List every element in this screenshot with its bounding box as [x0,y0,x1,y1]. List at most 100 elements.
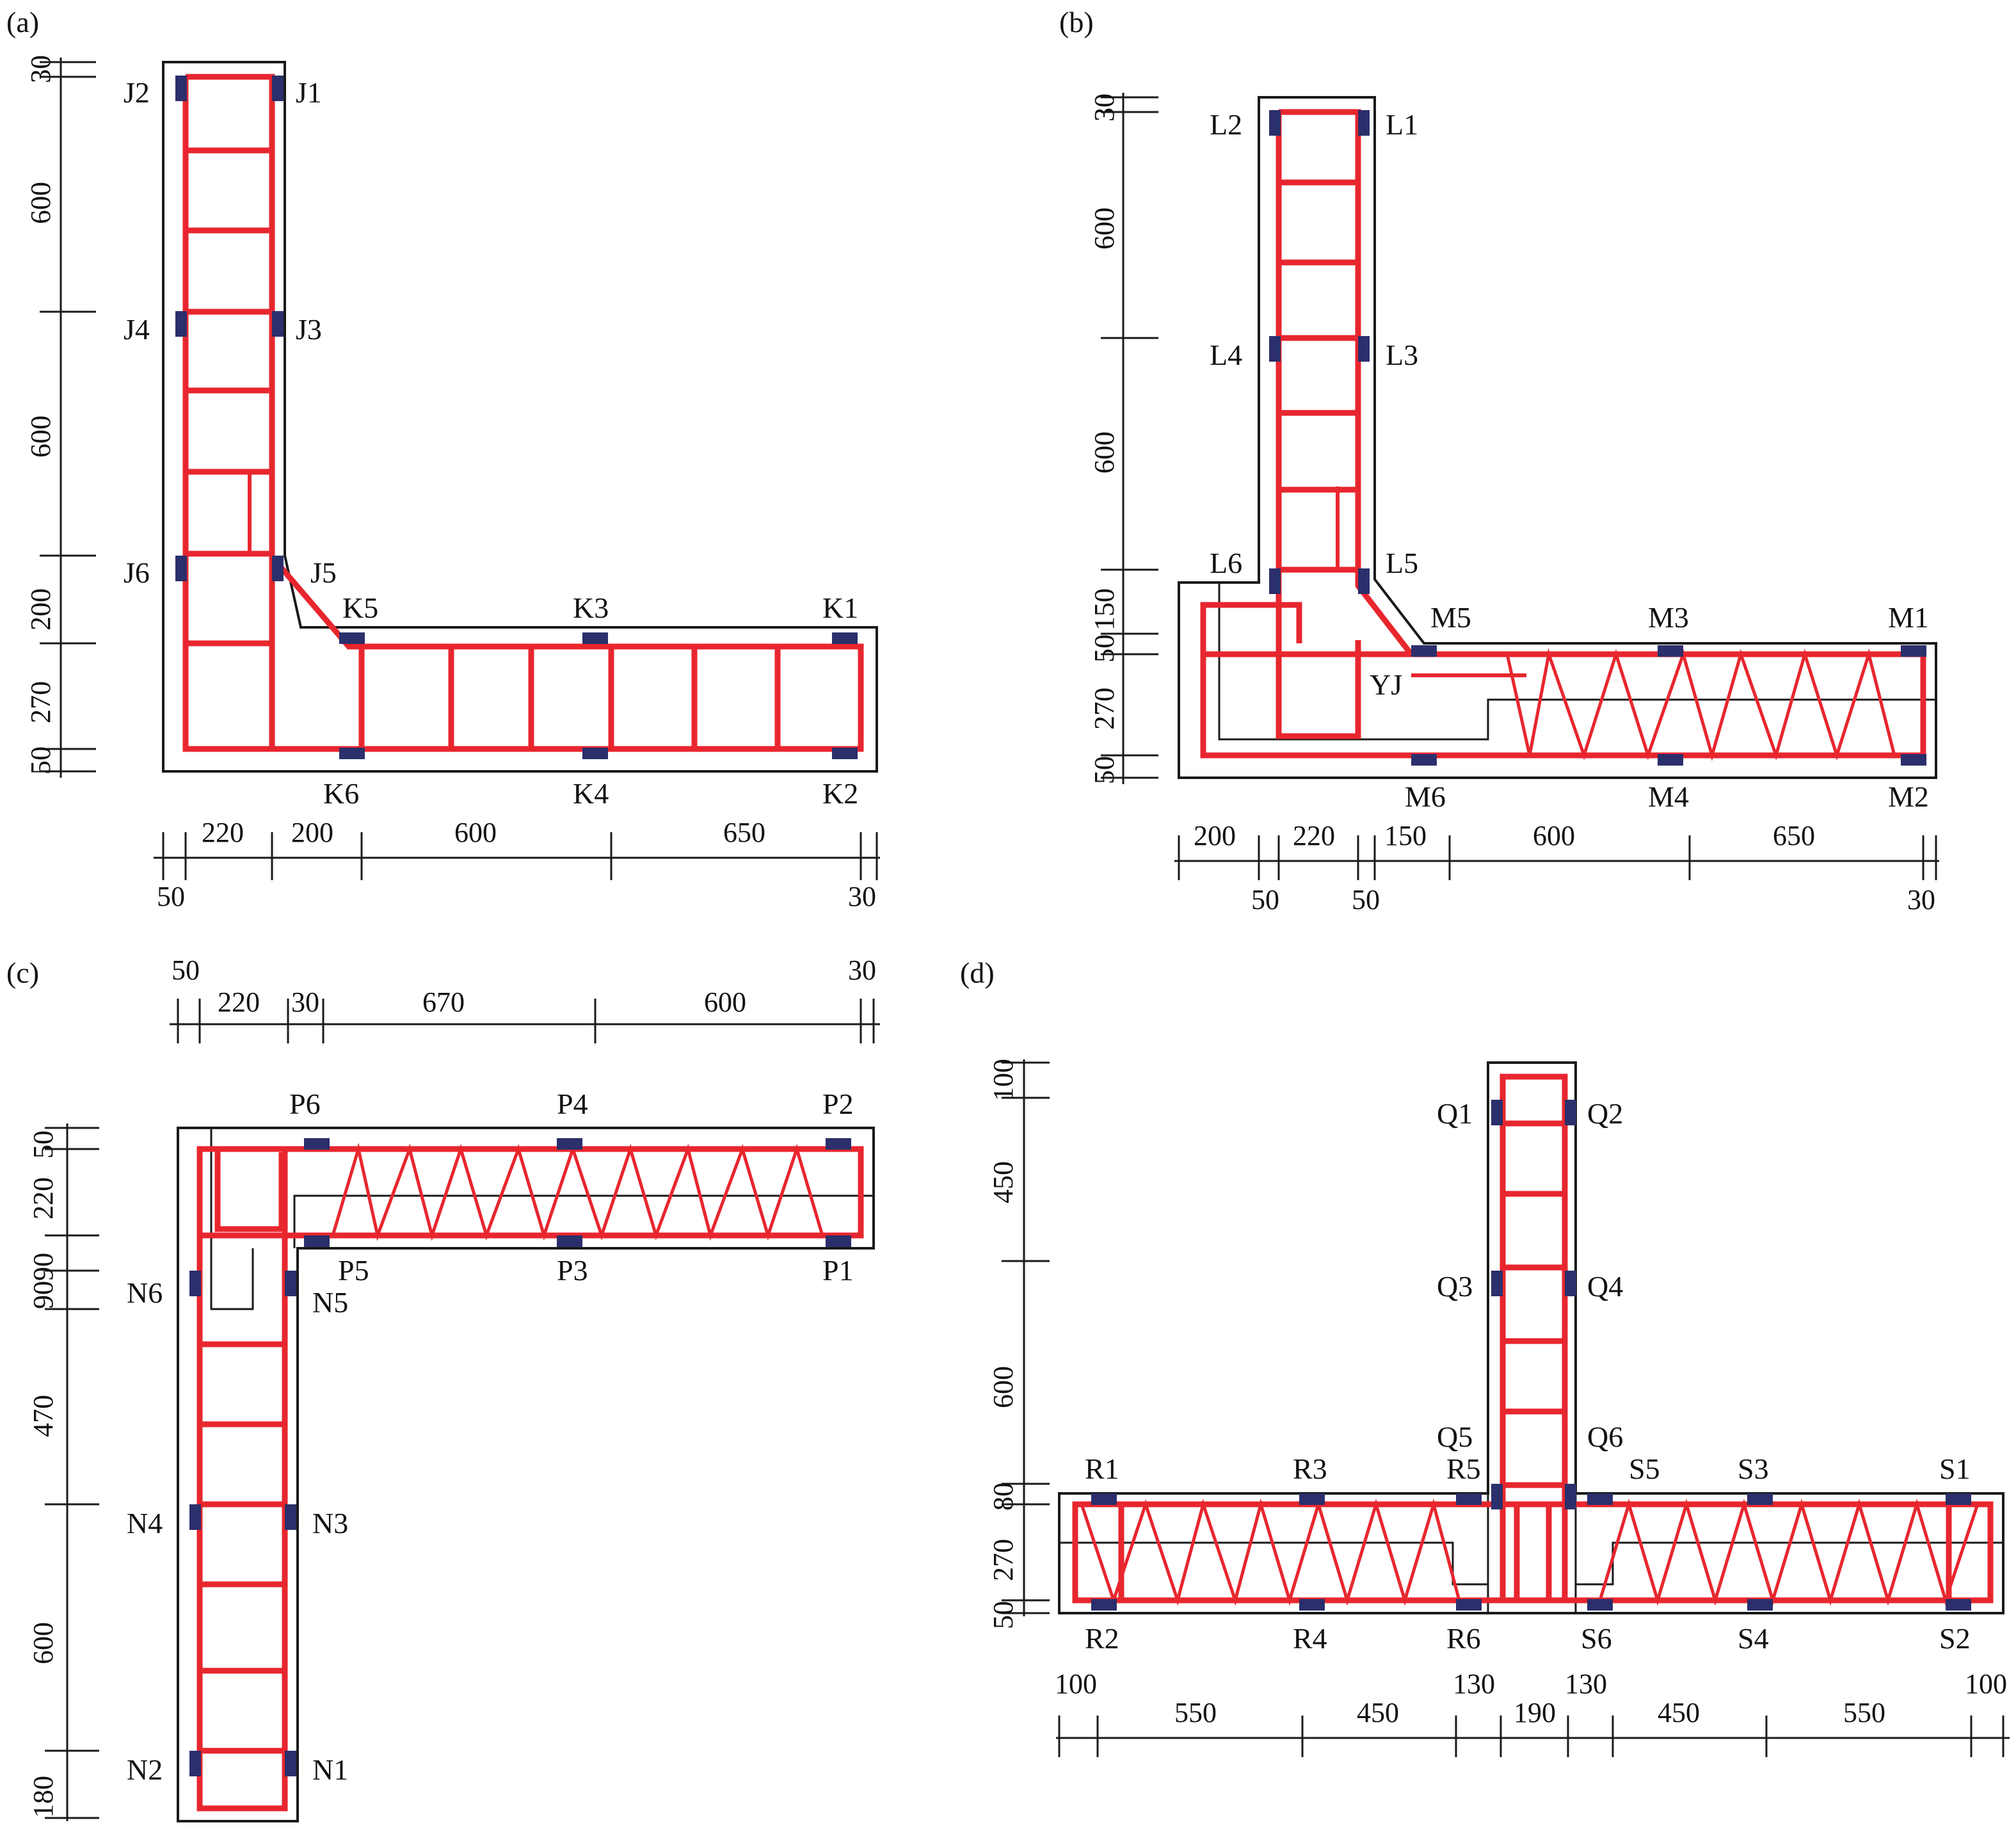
dim-a-v-600-1: 600 [25,182,56,224]
point-Q4: Q4 [1587,1270,1623,1303]
dim-d-v-270: 270 [988,1539,1019,1581]
dim-a-h-650: 650 [723,817,765,848]
dim-d-v-50: 50 [988,1601,1019,1629]
dim-a-v-30: 30 [25,55,56,83]
point-S3: S3 [1738,1452,1769,1485]
point-J5: J5 [310,556,337,589]
point-Q1: Q1 [1437,1097,1473,1130]
panel-a-concrete-outline [162,61,878,773]
dim-c-v-600: 600 [28,1622,59,1664]
point-R3: R3 [1293,1452,1327,1485]
point-M6: M6 [1405,780,1446,813]
point-Q5: Q5 [1437,1420,1473,1453]
dim-b-h-150: 150 [1384,820,1427,851]
dim-a-h-50: 50 [157,881,185,912]
panel-d-concrete-outline [1058,1061,2004,1614]
point-R6: R6 [1446,1622,1481,1655]
dim-b-v-30: 30 [1089,93,1120,122]
point-Q3: Q3 [1437,1270,1473,1303]
point-M5: M5 [1430,601,1471,634]
dim-a-h-30: 30 [848,881,876,912]
panel-b: (b) L2 L1 L4 L3 L6 L5 M5 M3 M [1059,6,1939,915]
point-N1: N1 [312,1753,348,1786]
point-S1: S1 [1939,1452,1971,1485]
dim-a-v-50: 50 [25,746,56,775]
dim-d-h-450-1: 450 [1357,1697,1399,1728]
panel-b-inner-line [1218,583,1936,741]
panel-d: (d) Q1 Q2 Q3 Q4 Q5 Q [960,956,2010,1757]
point-K1: K1 [822,591,858,624]
panel-b-rebar-cage [1200,109,1926,762]
panel-c-inner-line [210,1128,874,1310]
point-P2: P2 [822,1088,854,1120]
panel-b-label: (b) [1059,6,1094,38]
point-S4: S4 [1738,1622,1769,1655]
panel-a-vertical-dimension-line [40,58,96,778]
point-N3: N3 [312,1507,348,1540]
point-K4: K4 [573,777,609,810]
dim-a-h-220: 220 [202,817,244,848]
point-N6: N6 [127,1276,163,1309]
point-R2: R2 [1085,1622,1119,1655]
point-S5: S5 [1629,1452,1660,1485]
point-P5: P5 [338,1254,369,1287]
point-L3: L3 [1386,339,1418,371]
point-Q2: Q2 [1587,1097,1623,1130]
panel-c-strain-gauges [189,1138,851,1776]
dim-c-h-30-2: 30 [848,954,876,986]
panel-d-rebar-cage [1072,1073,1994,1606]
panel-d-horizontal-dimension-line [1056,1716,2010,1757]
dim-d-h-190: 190 [1514,1697,1556,1728]
dim-d-h-550-1: 550 [1174,1697,1217,1728]
point-J1: J1 [296,76,322,109]
dim-b-v-270: 270 [1089,687,1120,730]
point-Q6: Q6 [1587,1420,1623,1453]
point-K2: K2 [822,777,858,810]
dim-b-v-50-1: 50 [1089,634,1120,663]
point-N2: N2 [127,1753,163,1786]
dim-c-h-600: 600 [704,986,746,1018]
point-K5: K5 [342,591,378,624]
point-K6: K6 [323,777,359,810]
point-P4: P4 [557,1088,588,1120]
dim-d-h-100-1: 100 [1055,1668,1097,1700]
dim-c-h-50: 50 [172,954,200,986]
point-S2: S2 [1939,1622,1971,1655]
dim-b-h-650: 650 [1773,820,1815,851]
point-P6: P6 [289,1088,321,1120]
point-P1: P1 [822,1254,854,1287]
dim-c-v-9090: 9090 [28,1253,59,1309]
panel-d-strain-gauges [1091,1100,1971,1611]
dim-c-h-30-1: 30 [291,986,319,1018]
point-J4: J4 [124,313,150,346]
dim-d-v-600: 600 [988,1366,1019,1408]
dim-c-v-50: 50 [28,1130,59,1159]
panel-b-strain-gauges [1269,110,1926,766]
panel-d-inner-line [1059,1493,2003,1613]
point-R4: R4 [1293,1622,1327,1655]
panel-a-strain-gauges [175,76,858,759]
dim-d-v-80: 80 [988,1483,1019,1511]
panel-c-horizontal-dimension-line [170,999,880,1043]
dim-d-v-450: 450 [988,1161,1019,1203]
point-M3: M3 [1648,601,1689,634]
dim-d-h-130-1: 130 [1453,1668,1495,1700]
point-M2: M2 [1888,780,1929,813]
panel-d-label: (d) [960,956,995,989]
point-L5: L5 [1386,547,1418,579]
dim-a-v-200: 200 [25,588,56,631]
point-S6: S6 [1581,1622,1612,1655]
panel-c-concrete-outline [177,1127,875,1822]
point-L1: L1 [1386,108,1418,141]
panel-a-label: (a) [6,6,39,38]
panel-c-label: (c) [6,956,39,989]
dim-a-v-270: 270 [25,681,56,723]
point-R5: R5 [1446,1452,1481,1485]
point-L6: L6 [1210,547,1242,579]
panel-c-vertical-dimension-line [45,1123,99,1821]
dim-b-v-50-2: 50 [1089,756,1120,784]
dim-b-h-30: 30 [1907,884,1935,915]
panel-c: (c) 50 220 30 670 600 30 [6,954,880,1822]
dim-d-h-450-2: 450 [1658,1697,1700,1728]
